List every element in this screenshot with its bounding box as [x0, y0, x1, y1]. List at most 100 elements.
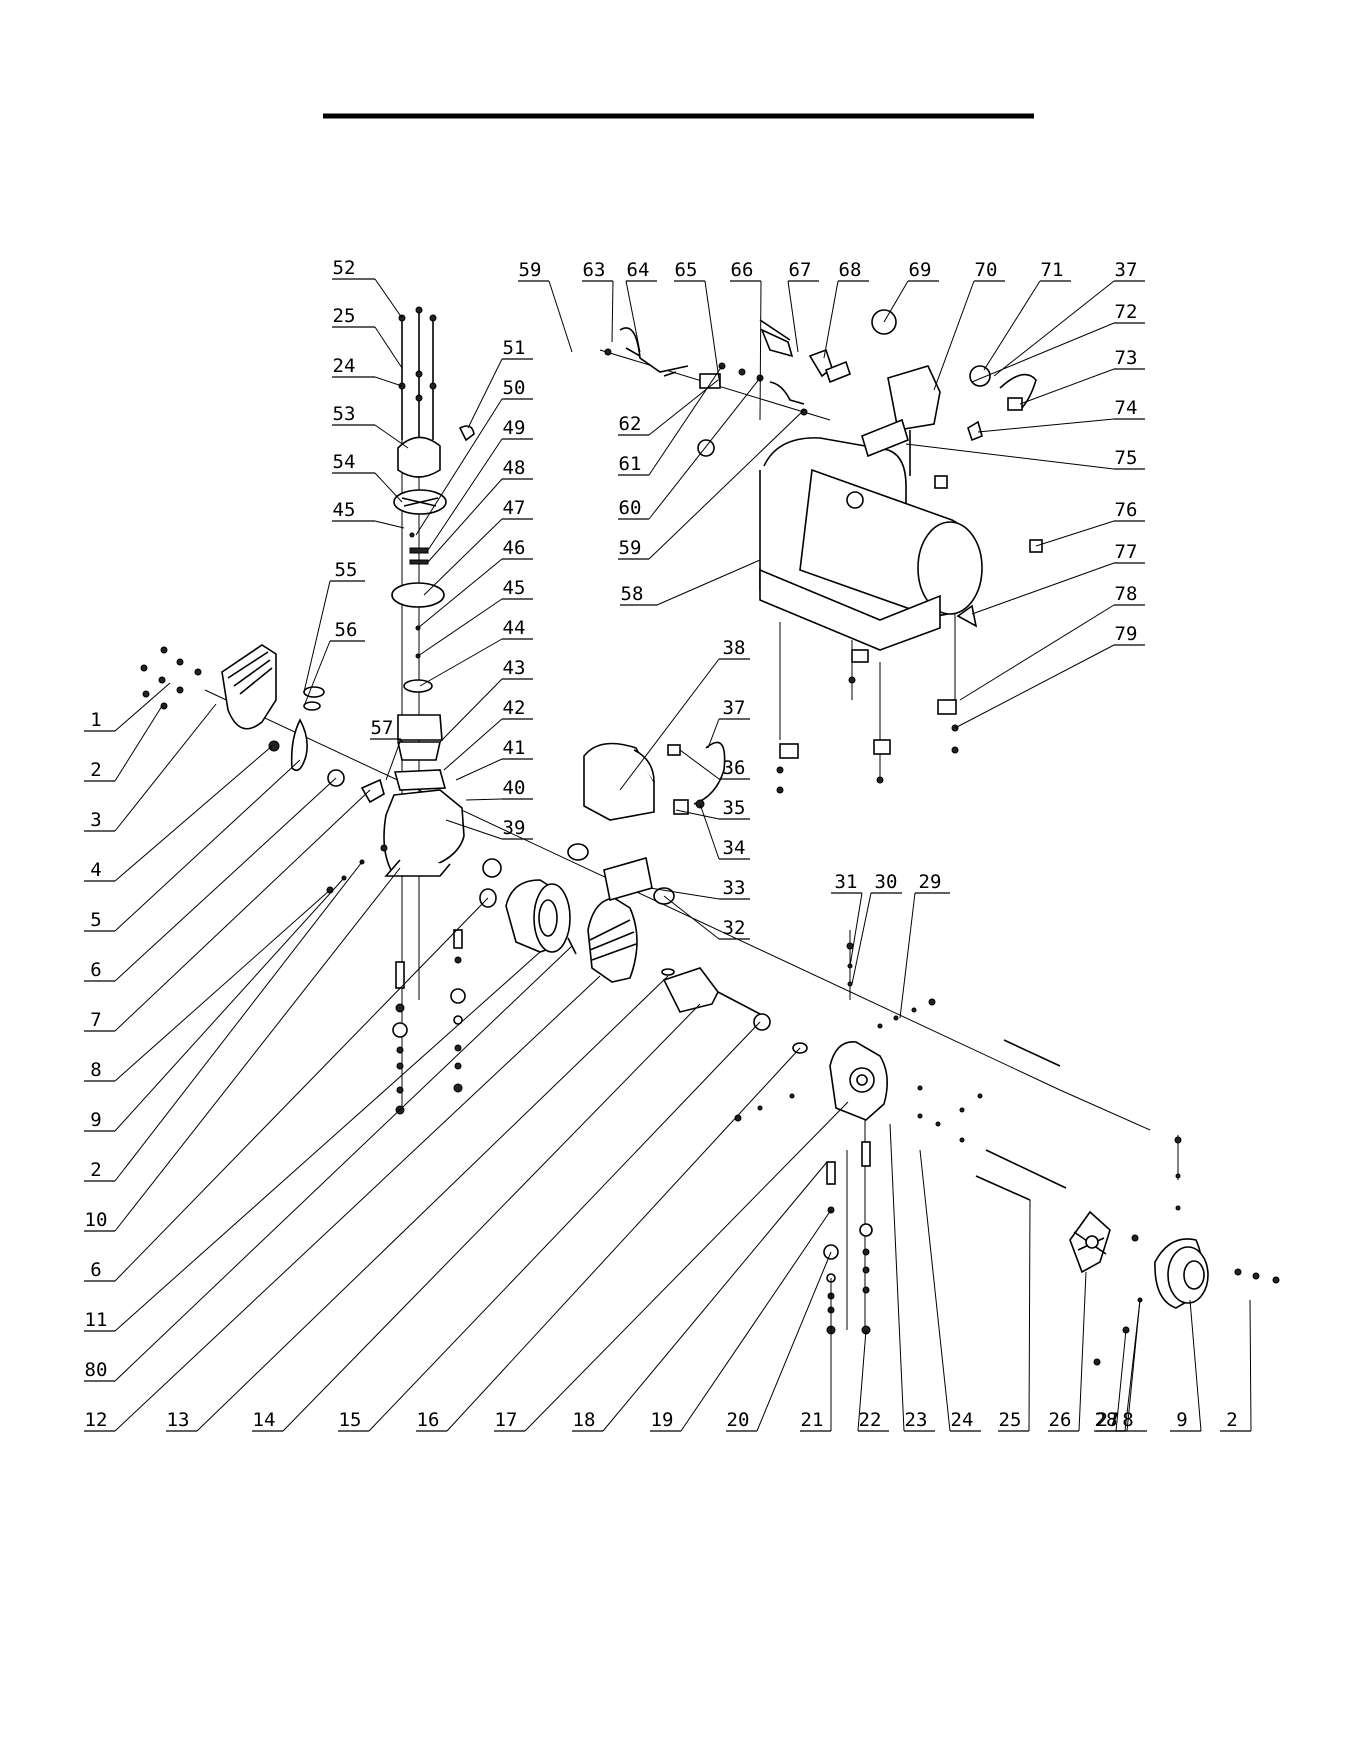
callout-label: 53 — [333, 403, 356, 425]
callout-label: 17 — [495, 1409, 518, 1431]
callout-label: 20 — [727, 1409, 750, 1431]
callout-label: 75 — [1115, 447, 1138, 469]
callout-label: 43 — [503, 657, 526, 679]
callout-label: 55 — [335, 559, 358, 581]
callout-labels: 1234567892106118012131415161718192021222… — [85, 257, 1238, 1431]
callout-label: 62 — [619, 413, 642, 435]
callout-leader — [664, 896, 719, 939]
callout-label: 77 — [1115, 541, 1138, 563]
capacitor — [604, 858, 652, 900]
rear-assembly — [918, 1040, 1279, 1365]
callout-leader — [115, 878, 344, 1131]
callout-leader — [700, 804, 719, 859]
callout-leader — [197, 976, 668, 1431]
callout-label: 26 — [1049, 1409, 1072, 1431]
callout-leader — [115, 890, 330, 1081]
callout-leader — [375, 279, 402, 318]
callout-label: 72 — [1115, 301, 1138, 323]
callout-leader — [115, 704, 216, 831]
callout-leader — [468, 359, 502, 428]
callout-label: 3 — [90, 809, 101, 831]
callout-label: 34 — [723, 837, 746, 859]
callout-label: 19 — [651, 1409, 674, 1431]
cylinder-stack — [392, 307, 474, 790]
callout-label: 51 — [503, 337, 526, 359]
callout-label: 38 — [723, 637, 746, 659]
callout-leader — [649, 410, 804, 559]
callout-leader — [115, 760, 300, 931]
callout-leader — [115, 706, 162, 781]
callout-label: 10 — [85, 1209, 108, 1231]
callout-leader — [824, 281, 838, 358]
crank-pin — [362, 780, 384, 802]
callout-leader — [115, 868, 400, 1231]
callout-leader — [466, 799, 502, 800]
callout-label: 11 — [85, 1309, 108, 1331]
callout-leader — [525, 1102, 848, 1431]
callout-label: 31 — [835, 871, 858, 893]
callout-leader — [424, 519, 502, 595]
callout-label: 47 — [503, 497, 526, 519]
callout-label: 9 — [90, 1109, 101, 1131]
callout-label: 46 — [503, 537, 526, 559]
callout-label: 73 — [1115, 347, 1138, 369]
callout-label: 7 — [90, 1009, 101, 1031]
callout-leader — [884, 281, 908, 322]
callout-label: 36 — [723, 757, 746, 779]
valve-plate — [392, 583, 444, 607]
callout-underlines — [84, 279, 1251, 1431]
callout-leader — [934, 281, 974, 390]
callout-leader — [994, 281, 1114, 376]
callout-leader — [375, 425, 408, 448]
callout-leader — [115, 946, 572, 1381]
callout-leader — [444, 719, 502, 770]
callout-label: 21 — [801, 1409, 824, 1431]
callout-label: 29 — [919, 871, 942, 893]
callout-leader — [1029, 1200, 1030, 1431]
callout-leader — [418, 599, 502, 656]
callout-label: 67 — [789, 259, 812, 281]
cylinder-sleeve — [398, 715, 442, 740]
callout-leader — [681, 1210, 831, 1431]
callout-label: 59 — [519, 259, 542, 281]
callout-leader — [549, 281, 572, 352]
callout-leader — [447, 1048, 800, 1431]
callout-leader — [375, 521, 404, 528]
callout-leader — [456, 759, 502, 780]
callout-label: 54 — [333, 451, 356, 473]
callout-label: 76 — [1115, 499, 1138, 521]
callout-label: 70 — [975, 259, 998, 281]
callout-label: 18 — [573, 1409, 596, 1431]
callout-leader — [1250, 1300, 1251, 1431]
callout-leader — [1079, 1272, 1086, 1431]
callout-leader — [115, 976, 600, 1431]
callout-leader — [115, 790, 370, 1031]
callout-leader — [972, 323, 1114, 382]
callout-label: 61 — [619, 453, 642, 475]
callout-label: 71 — [1041, 259, 1064, 281]
left-assembly — [141, 645, 501, 1114]
callout-leader — [115, 746, 272, 881]
callout-leader — [920, 1150, 950, 1431]
callout-label: 44 — [503, 617, 526, 639]
callout-label: 39 — [503, 817, 526, 839]
cylinder-gasket — [395, 770, 445, 790]
callout-label: 56 — [335, 619, 358, 641]
callout-label: 63 — [583, 259, 606, 281]
callout-label: 79 — [1115, 623, 1138, 645]
callout-leader — [705, 281, 720, 386]
callout-label: 64 — [627, 259, 650, 281]
callout-label: 5 — [90, 909, 101, 931]
callout-leader — [757, 1252, 831, 1431]
callout-leader — [612, 281, 613, 342]
callout-label: 41 — [503, 737, 526, 759]
callout-leader — [788, 281, 798, 352]
callout-label: 37 — [1115, 259, 1138, 281]
callout-leader — [649, 378, 760, 519]
callout-leader — [115, 862, 362, 1181]
callout-leader — [440, 679, 502, 742]
callout-label: 59 — [619, 537, 642, 559]
cylinder-head — [398, 437, 440, 477]
callout-label: 65 — [675, 259, 698, 281]
